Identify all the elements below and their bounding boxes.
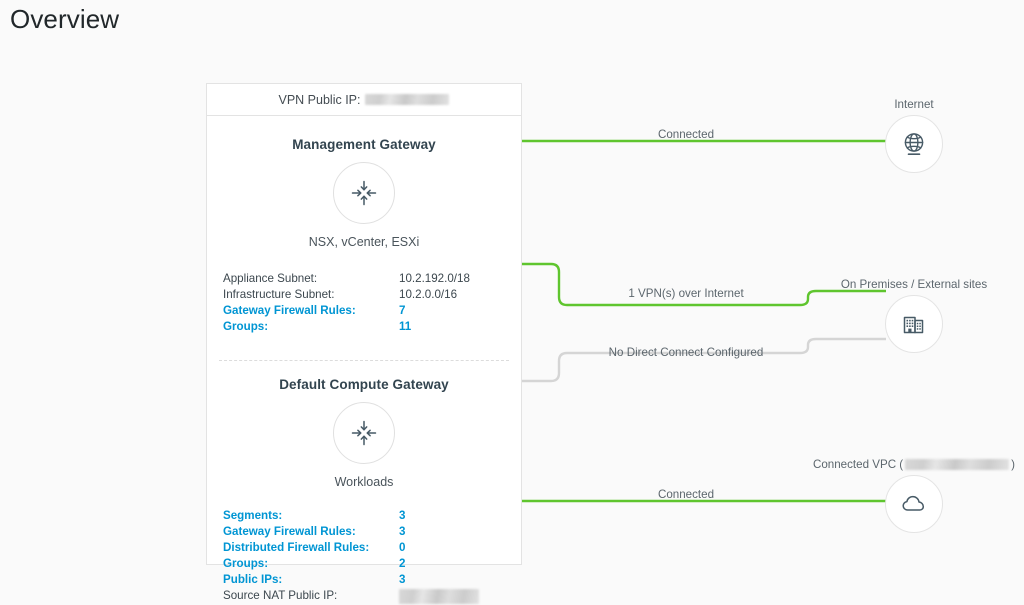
stat-value-gateway-firewall-rules[interactable]: 3 (399, 524, 406, 538)
vpn-public-ip-header: VPN Public IP: (207, 84, 521, 116)
vpn-public-ip-label: VPN Public IP: (278, 92, 361, 107)
connection-label-internet: Connected (657, 128, 715, 141)
management-gateway-subtitle: NSX, vCenter, ESXi (308, 235, 420, 249)
node-connected-vpc-circle[interactable] (885, 475, 943, 533)
node-connected-vpc-label: Connected VPC () (813, 458, 1015, 471)
management-gateway-icon-circle[interactable] (333, 162, 395, 224)
node-internet-circle[interactable] (885, 115, 943, 173)
stat-key-groups[interactable]: Groups: (223, 556, 269, 570)
node-connected-vpc[interactable]: Connected VPC () (813, 458, 1015, 533)
stat-row: Gateway Firewall Rules: 3 (223, 523, 505, 539)
stat-key-groups[interactable]: Groups: (223, 319, 269, 333)
connection-wires (521, 139, 886, 503)
management-gateway-icon-wrap (223, 162, 505, 224)
compute-gateway-section: Default Compute Gateway Workloads Segmen… (207, 377, 521, 605)
stat-row: Appliance Subnet: 10.2.192.0/18 (223, 270, 505, 286)
connection-label-vpn: 1 VPN(s) over Internet (628, 287, 744, 300)
stat-row: Public IPs: 3 (223, 571, 505, 587)
stat-value-distributed-firewall-rules[interactable]: 0 (399, 540, 406, 554)
section-divider (219, 360, 509, 361)
stat-row: Infrastructure Subnet: 10.2.0.0/16 (223, 286, 505, 302)
stat-row: Distributed Firewall Rules: 0 (223, 539, 505, 555)
stat-row: Groups: 2 (223, 555, 505, 571)
stat-key: Appliance Subnet: (223, 271, 318, 285)
management-gateway-stats: Appliance Subnet: 10.2.192.0/18 Infrastr… (223, 270, 505, 334)
node-on-premises[interactable]: On Premises / External sites (841, 278, 987, 353)
compute-gateway-stats: Segments: 3 Gateway Firewall Rules: 3 Di… (223, 507, 505, 605)
stat-value: 10.2.0.0/16 (399, 287, 458, 301)
stat-row: Source NAT Public IP: (223, 587, 505, 605)
management-gateway-section: Management Gateway NSX, vCenter, ESXi Ap… (207, 137, 521, 334)
stat-key-distributed-firewall-rules[interactable]: Distributed Firewall Rules: (223, 540, 370, 554)
source-nat-public-ip-redacted (399, 588, 479, 604)
node-connected-vpc-label-suffix: ) (1011, 458, 1016, 471)
stat-value-segments[interactable]: 3 (399, 508, 406, 522)
compute-gateway-title: Default Compute Gateway (279, 377, 449, 392)
page-title: Overview (10, 4, 120, 34)
stat-value-public-ips[interactable]: 3 (399, 572, 406, 586)
stat-row: Gateway Firewall Rules: 7 (223, 302, 505, 318)
management-gateway-title: Management Gateway (292, 137, 436, 152)
vpn-public-ip-value-redacted (365, 94, 450, 105)
node-connected-vpc-id-redacted (905, 459, 1010, 471)
compute-gateway-subtitle: Workloads (334, 475, 394, 489)
cloud-icon (902, 495, 925, 511)
gateway-arrows-icon (351, 420, 377, 446)
stat-key-segments[interactable]: Segments: (223, 508, 283, 522)
node-on-premises-label: On Premises / External sites (840, 278, 988, 291)
wire-vpn (521, 262, 886, 307)
stat-value: 10.2.192.0/18 (399, 271, 470, 285)
stat-key: Infrastructure Subnet: (223, 287, 335, 301)
node-internet-label: Internet (894, 98, 934, 111)
stat-key-public-ips[interactable]: Public IPs: (223, 572, 283, 586)
stat-value-gateway-firewall-rules[interactable]: 7 (399, 303, 406, 317)
stat-row: Segments: 3 (223, 507, 505, 523)
stat-value-groups[interactable]: 11 (399, 319, 412, 333)
stat-key-gateway-firewall-rules[interactable]: Gateway Firewall Rules: (223, 524, 356, 538)
node-on-premises-circle[interactable] (885, 295, 943, 353)
compute-gateway-icon-wrap (223, 402, 505, 464)
compute-gateway-icon-circle[interactable] (333, 402, 395, 464)
stat-row: Groups: 11 (223, 318, 505, 334)
connection-label-direct-connect: No Direct Connect Configured (608, 346, 764, 359)
wire-direct-connect (521, 337, 886, 383)
buildings-icon (903, 316, 924, 334)
node-connected-vpc-label-prefix: Connected VPC ( (812, 458, 904, 471)
connection-label-vpc: Connected (657, 488, 715, 501)
node-internet[interactable]: Internet (885, 98, 943, 173)
globe-icon (904, 133, 924, 156)
stat-value-groups[interactable]: 2 (399, 556, 406, 570)
stat-key-gateway-firewall-rules[interactable]: Gateway Firewall Rules: (223, 303, 356, 317)
stat-value-source-nat-public-ip (399, 587, 505, 605)
gateway-card: VPN Public IP: Management Gateway NSX, v… (206, 83, 522, 604)
stat-key-source-nat-public-ip: Source NAT Public IP: (223, 588, 338, 602)
gateway-arrows-icon (351, 180, 377, 206)
